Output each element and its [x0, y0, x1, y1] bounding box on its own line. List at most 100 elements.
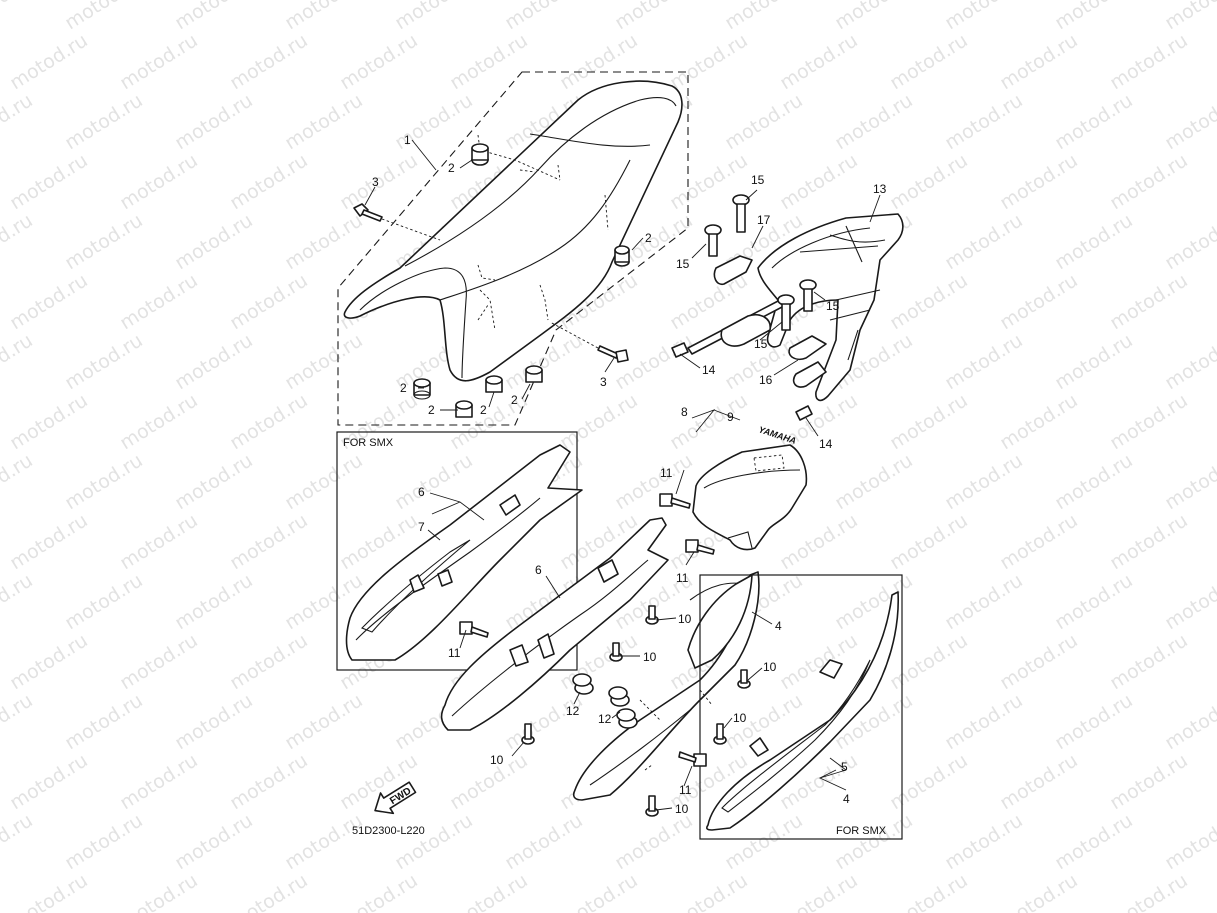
damper-right[interactable]: [614, 245, 630, 267]
callout-4-smx: 4: [843, 792, 850, 806]
callout-10-b: 10: [643, 650, 657, 664]
watermark-text: motod.ru: [996, 749, 1082, 814]
carrier-bolt-3[interactable]: [799, 279, 817, 312]
left-smx-label: FOR SMX: [343, 437, 394, 449]
seat-side-edge: [439, 159, 631, 301]
screw-10-5[interactable]: [713, 723, 727, 745]
watermark-text: motod.ru: [1161, 89, 1217, 154]
damper-lower-2[interactable]: [485, 375, 503, 393]
damper-lower-1[interactable]: [413, 378, 431, 400]
watermark-text: motod.ru: [996, 29, 1082, 94]
screw-10-6[interactable]: [645, 795, 659, 817]
grommet-12-right-2[interactable]: [616, 708, 638, 729]
side-cover-right-group: [572, 571, 760, 801]
cap-right[interactable]: [795, 405, 813, 421]
damper-lower-4[interactable]: [455, 400, 473, 418]
watermark-text: motod.ru: [1051, 0, 1137, 34]
seat-bolt-left[interactable]: [353, 203, 383, 222]
watermark-text: motod.ru: [171, 329, 257, 394]
watermark-text: motod.ru: [886, 149, 972, 214]
watermark-text: motod.ru: [1161, 209, 1217, 274]
watermark-text: motod.ru: [941, 329, 1027, 394]
screw-10-2[interactable]: [609, 642, 623, 662]
stay-left-lower[interactable]: [792, 361, 827, 388]
callout-12-a: 12: [566, 704, 580, 718]
tail-cover-tab: [727, 531, 753, 549]
bolt-11-tail-2[interactable]: [685, 539, 715, 555]
tail-cover-badge-area: [753, 454, 785, 472]
cap-left[interactable]: [671, 342, 689, 358]
watermark-text: motod.ru: [776, 149, 862, 214]
carrier-rail-2: [829, 289, 881, 361]
bolt-11-left[interactable]: [459, 621, 489, 638]
watermark-text: motod.ru: [776, 509, 862, 574]
watermark-text: motod.ru: [6, 389, 92, 454]
seat-bolt-right[interactable]: [597, 345, 629, 363]
watermark-text: motod.ru: [1051, 689, 1137, 754]
callout-15-d: 15: [754, 337, 768, 351]
carrier-bolt-2[interactable]: [704, 224, 722, 257]
watermark-text: motod.ru: [996, 869, 1082, 913]
stay-left[interactable]: [788, 335, 827, 361]
graphic-right[interactable]: [721, 659, 871, 813]
callout-1: 1: [404, 133, 411, 147]
screw-10-3[interactable]: [521, 723, 535, 745]
damper-lower-3[interactable]: [525, 365, 543, 383]
watermark-text: motod.ru: [0, 209, 37, 274]
watermark-text: motod.ru: [281, 209, 367, 274]
stay-right-lower[interactable]: [720, 314, 771, 347]
damper-top[interactable]: [471, 143, 489, 166]
bolt-11-right[interactable]: [678, 751, 707, 767]
watermark-text: motod.ru: [336, 869, 422, 913]
carrier[interactable]: [757, 213, 904, 402]
watermark-text: motod.ru: [941, 689, 1027, 754]
stay-right[interactable]: [713, 255, 753, 286]
side-cover-right[interactable]: [572, 571, 760, 801]
watermark-text: motod.ru: [116, 149, 202, 214]
right-smx-box: FOR SMX: [699, 574, 903, 840]
watermark-text: motod.ru: [941, 89, 1027, 154]
watermark-text: motod.ru: [1161, 689, 1217, 754]
watermark-text: motod.ru: [1051, 809, 1137, 874]
watermark-text: motod.ru: [556, 869, 642, 913]
watermark-text: motod.ru: [6, 269, 92, 334]
watermark-text: motod.ru: [996, 629, 1082, 694]
side-cover-right-smx-upper: [749, 659, 843, 757]
watermark-text: motod.ru: [831, 0, 917, 34]
watermark-text: motod.ru: [116, 749, 202, 814]
watermark-text: motod.ru: [0, 0, 37, 34]
watermark-text: motod.ru: [0, 449, 37, 514]
seat[interactable]: [343, 80, 683, 382]
callout-6: 6: [535, 563, 542, 577]
callout-11-a: 11: [660, 466, 673, 480]
callout-10-c: 10: [490, 753, 504, 767]
screw-10-4[interactable]: [737, 669, 751, 689]
watermark-text: motod.ru: [226, 29, 312, 94]
side-cover-right-smx[interactable]: [706, 591, 900, 831]
watermark-text: motod.ru: [1106, 29, 1192, 94]
watermark-text: motod.ru: [721, 89, 807, 154]
watermark-text: motod.ru: [611, 329, 697, 394]
right-smx-frame: [699, 574, 903, 840]
callout-4: 4: [775, 619, 782, 633]
watermark-text: motod.ru: [281, 449, 367, 514]
callout-11-c: 11: [448, 646, 461, 660]
graphic-left[interactable]: [361, 539, 471, 633]
grommet-12-left[interactable]: [572, 673, 594, 695]
watermark-text: motod.ru: [116, 29, 202, 94]
grommet-12-right-1[interactable]: [608, 686, 630, 707]
watermark-text: motod.ru: [226, 149, 312, 214]
watermark-text: motod.ru: [226, 629, 312, 694]
watermark-text: motod.ru: [171, 0, 257, 34]
bolt-11-tail-1[interactable]: [659, 493, 691, 509]
callout-2-top: 2: [448, 161, 455, 175]
watermark-text: motod.ru: [721, 0, 807, 34]
watermark-text: motod.ru: [446, 29, 532, 94]
carrier-bolt-4[interactable]: [777, 294, 795, 331]
watermark-text: motod.ru: [0, 89, 37, 154]
watermark-text: motod.ru: [666, 389, 752, 454]
carrier-bolt-1[interactable]: [732, 194, 750, 233]
side-cover-left-smx[interactable]: [345, 444, 583, 661]
watermark-text: motod.ru: [886, 389, 972, 454]
